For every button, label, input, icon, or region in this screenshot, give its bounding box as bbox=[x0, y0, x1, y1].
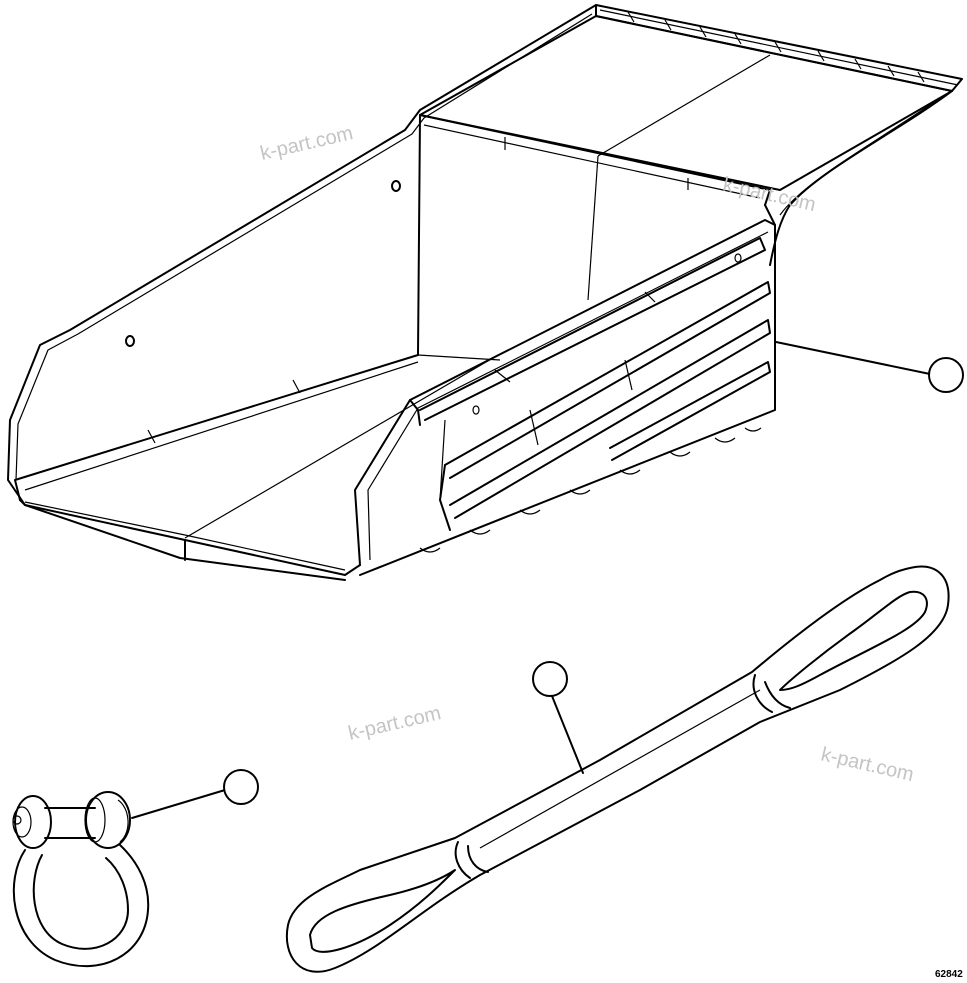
watermark-1: k-part.com bbox=[258, 122, 355, 165]
watermark-2: k-part.com bbox=[721, 173, 818, 216]
reference-number: 62842 bbox=[935, 969, 963, 980]
shackle-drawing bbox=[12, 791, 150, 968]
bucket-drawing bbox=[7, 4, 963, 581]
bucket-callout-bubble bbox=[928, 357, 964, 393]
sling-drawing bbox=[285, 565, 950, 973]
sling-callout bbox=[532, 661, 584, 774]
bucket-callout bbox=[775, 341, 964, 393]
watermark-4: k-part.com bbox=[819, 743, 916, 786]
shackle-callout bbox=[131, 769, 259, 819]
watermark-3: k-part.com bbox=[346, 702, 443, 745]
shackle-callout-bubble bbox=[223, 769, 259, 805]
sling-callout-bubble bbox=[532, 661, 568, 697]
